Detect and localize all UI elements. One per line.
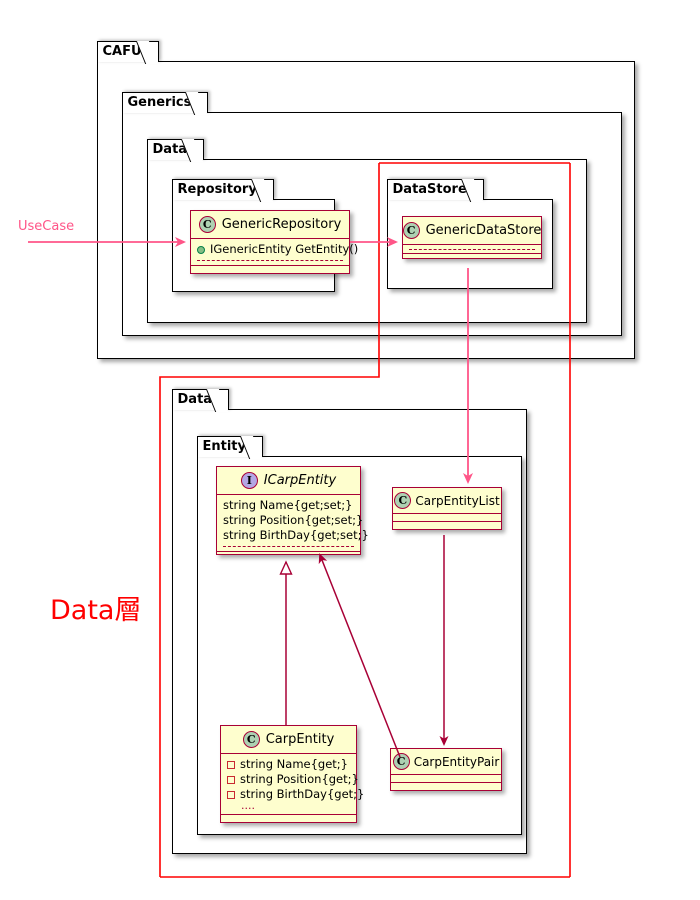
class-header-generic-datastore: C GenericDataStore	[402, 217, 542, 245]
class-member-text: string Position{get;}	[240, 772, 359, 786]
label-usecase: UseCase	[18, 219, 75, 234]
package-label-datastore: DataStore	[386, 179, 484, 200]
visibility-private-icon	[227, 760, 235, 769]
class-member-ellipsis: ....	[241, 799, 255, 812]
class-title-generic-repository: GenericRepository	[221, 217, 342, 232]
class-footer	[191, 266, 349, 273]
class-stereotype-icon: C	[402, 222, 420, 239]
class-member: IGenericEntity GetEntity()	[197, 242, 358, 257]
interface-stereotype-icon: I	[240, 472, 258, 489]
visibility-private-icon	[227, 790, 235, 799]
class-member-text: string Position{get;set;}	[223, 513, 364, 527]
class-members-carpentitypair	[391, 775, 501, 783]
interface-icarpentity[interactable]: I ICarpEntity string Name{get;set;} stri…	[216, 466, 369, 555]
class-title-carpentitylist: CarpEntityList	[415, 493, 500, 508]
class-members-generic-repository: IGenericEntity GetEntity()	[191, 239, 358, 266]
class-stereotype-icon: C	[198, 216, 216, 233]
interface-header-icarpentity: I ICarpEntity	[217, 467, 360, 495]
package-datastore: DataStore	[386, 179, 553, 289]
class-member-text: string Name{get;set;}	[223, 498, 353, 512]
class-member-text: string BirthDay{get;set;}	[223, 528, 369, 542]
class-carpentitylist[interactable]: C CarpEntityList	[392, 487, 502, 530]
class-member: string Name{get;set;}	[223, 498, 354, 513]
package-label-generics-data: Data	[146, 139, 205, 160]
class-member: string Position{get;set;}	[223, 513, 363, 528]
class-members-carpentity: string Name{get;} string Position{get;} …	[221, 754, 364, 815]
package-label-data: Data	[171, 389, 230, 410]
visibility-private-icon	[227, 775, 235, 784]
class-footer	[221, 815, 356, 822]
class-header-carpentitypair: C CarpEntityPair	[391, 749, 501, 775]
class-members-carpentitylist	[393, 514, 501, 522]
package-label-cafu: CAFU	[96, 41, 159, 62]
class-footer	[217, 552, 360, 554]
class-generic-datastore[interactable]: C GenericDataStore	[402, 216, 542, 259]
package-label-entity: Entity	[196, 436, 263, 457]
label-data-layer: Data層	[50, 595, 142, 626]
class-title-carpentity: CarpEntity	[265, 732, 335, 747]
class-header-carpentitylist: C CarpEntityList	[393, 488, 501, 514]
class-stereotype-icon: C	[394, 492, 412, 509]
package-label-repository: Repository	[171, 179, 274, 200]
class-stereotype-icon: C	[242, 731, 260, 748]
class-footer	[391, 783, 501, 790]
class-footer	[403, 254, 541, 258]
class-member: string BirthDay{get;set;}	[223, 528, 369, 543]
interface-members-icarpentity: string Name{get;set;} string Position{ge…	[217, 495, 369, 552]
class-members-generic-datastore	[403, 245, 541, 254]
class-header-carpentity: C CarpEntity	[221, 726, 356, 754]
class-member-text: IGenericEntity GetEntity()	[210, 242, 359, 256]
class-member: string Position{get;}	[227, 772, 359, 787]
class-member-text: string Name{get;}	[240, 757, 348, 771]
class-stereotype-icon: C	[392, 753, 410, 770]
member-separator	[409, 249, 535, 250]
class-header-generic-repository: C GenericRepository	[191, 211, 349, 239]
class-member: string Name{get;}	[227, 757, 350, 772]
class-title-carpentitypair: CarpEntityPair	[413, 754, 500, 769]
class-footer	[393, 522, 501, 529]
interface-title-icarpentity: ICarpEntity	[263, 473, 337, 488]
visibility-public-icon	[197, 245, 205, 254]
class-carpentitypair[interactable]: C CarpEntityPair	[390, 748, 502, 791]
member-separator	[197, 260, 343, 261]
class-title-generic-datastore: GenericDataStore	[425, 223, 542, 238]
member-separator	[223, 546, 354, 547]
class-generic-repository[interactable]: C GenericRepository IGenericEntity GetEn…	[190, 210, 358, 274]
class-member-text: string BirthDay{get;}	[240, 787, 365, 801]
class-carpentity[interactable]: C CarpEntity string Name{get;} string Po…	[220, 725, 364, 823]
package-label-generics: Generics	[121, 92, 209, 113]
